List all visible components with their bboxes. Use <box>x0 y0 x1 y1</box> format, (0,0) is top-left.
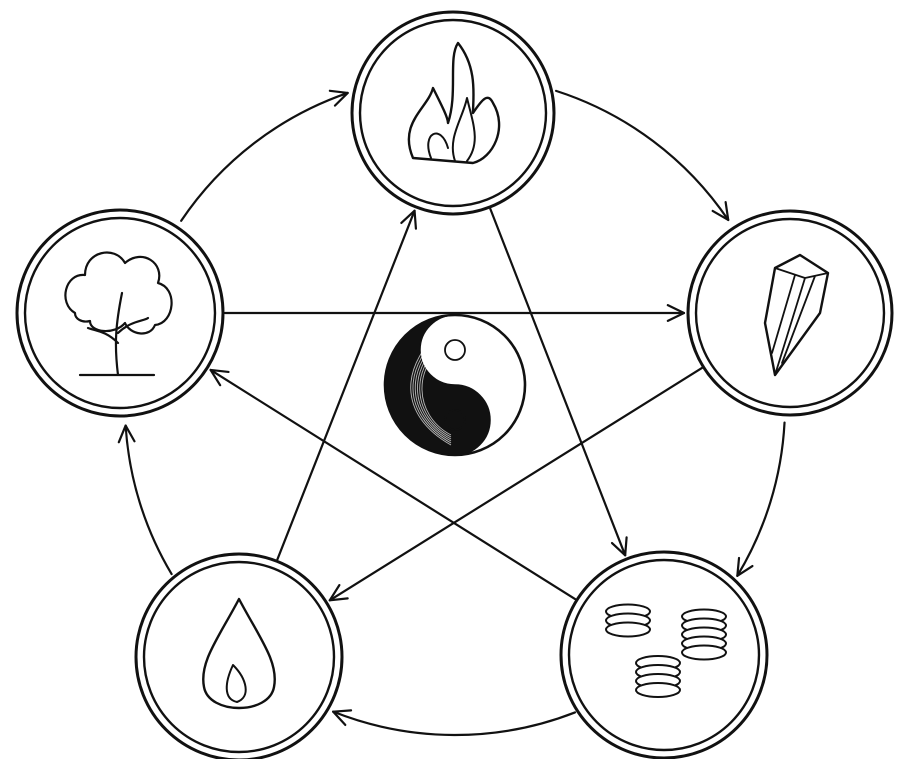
coin <box>606 623 650 637</box>
center-symbol <box>385 315 525 455</box>
node-outer-ring <box>17 210 223 416</box>
element-node-earth <box>688 211 892 415</box>
coin-stack <box>606 605 650 637</box>
element-node-wood <box>17 210 223 416</box>
yang-dot <box>445 410 465 430</box>
node-outer-ring <box>352 12 554 214</box>
element-node-water <box>136 554 342 759</box>
coin <box>682 646 726 660</box>
yin-yang-icon <box>385 315 525 455</box>
coin-stack <box>636 656 680 697</box>
coin <box>636 683 680 697</box>
yin-dot <box>445 340 465 360</box>
coin-stack <box>682 610 726 660</box>
element-node-metal <box>561 552 767 758</box>
node-outer-ring <box>561 552 767 758</box>
node-outer-ring <box>688 211 892 415</box>
element-node-fire <box>352 12 554 214</box>
node-outer-ring <box>136 554 342 759</box>
